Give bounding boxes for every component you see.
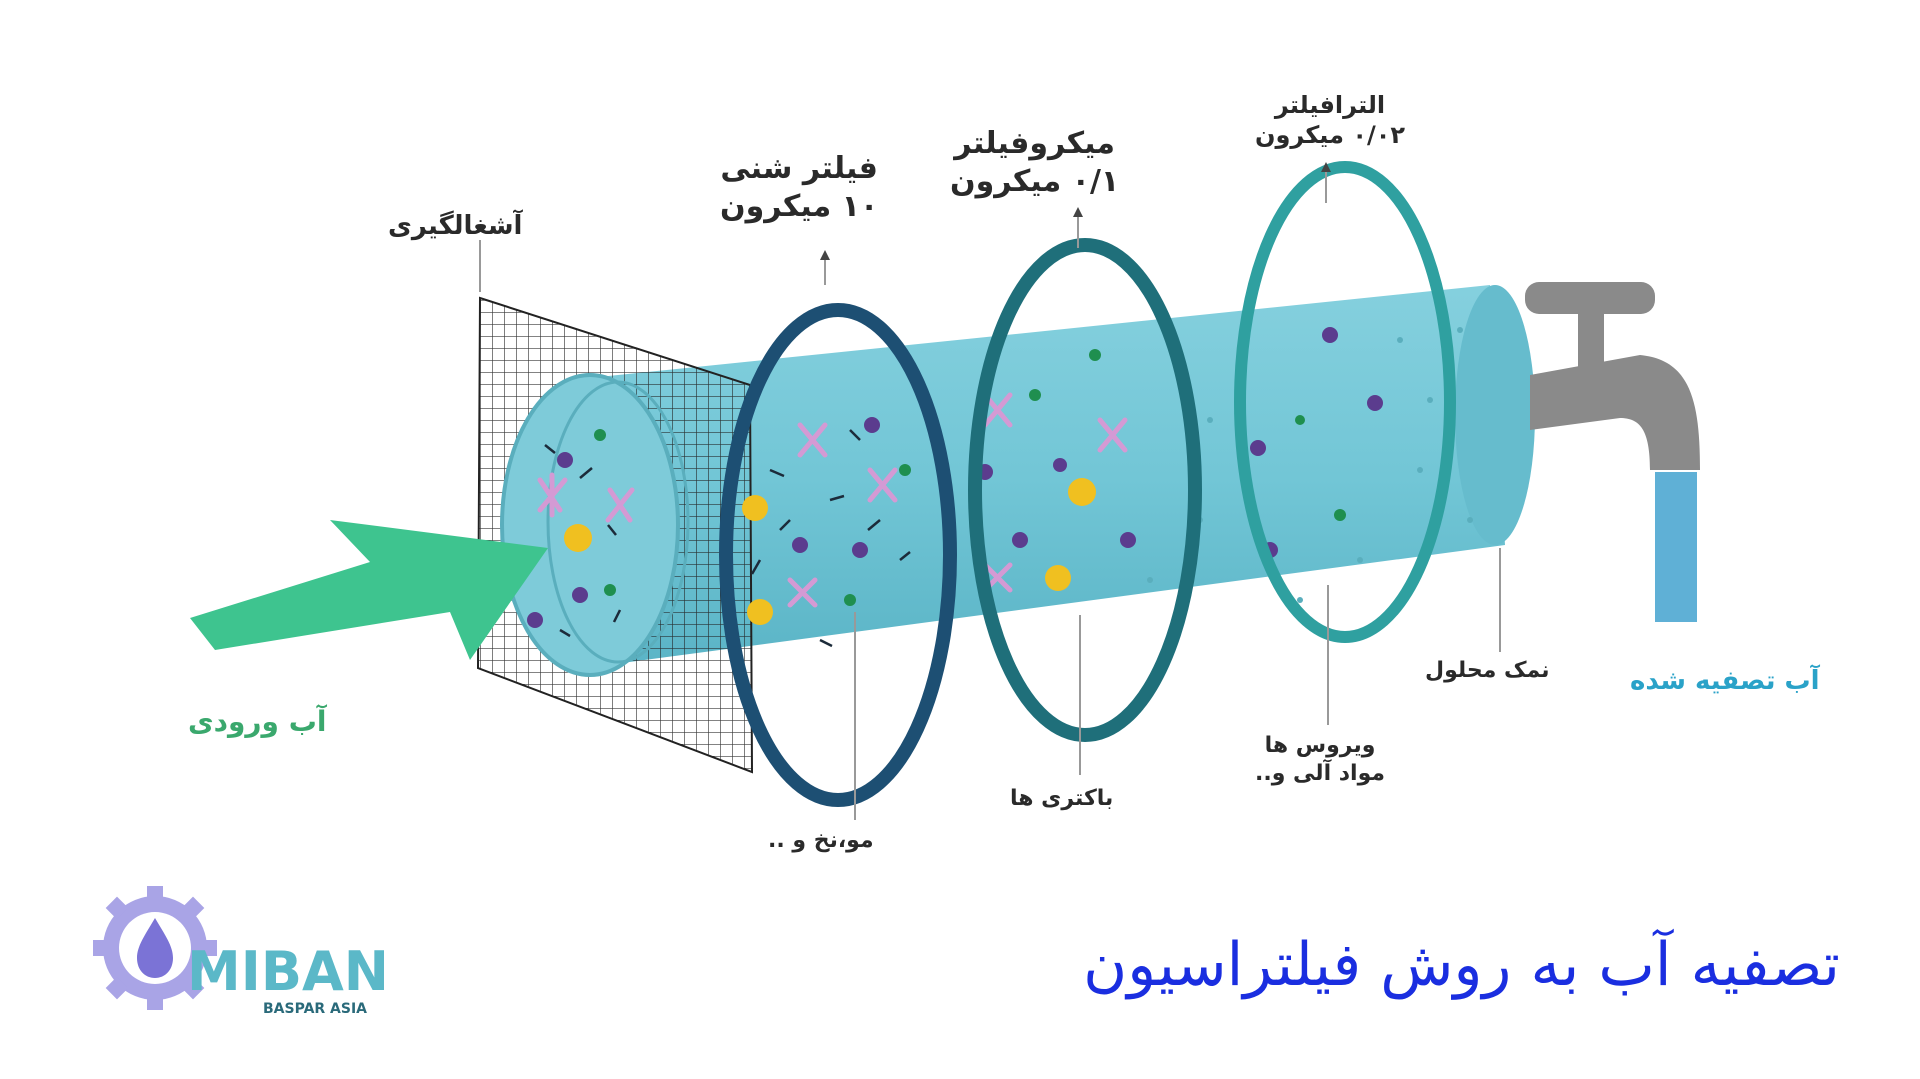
label-bacteria-text: باکتری ها: [1010, 786, 1114, 811]
label-viruses-line2: مواد آلی و..: [1255, 760, 1386, 786]
label-sand-filter: فیلتر شنی ۱۰ میکرون: [720, 150, 878, 225]
microfilter-ring: [968, 238, 1202, 742]
inlet-arrow: [190, 520, 548, 660]
sand-filter-ring: [719, 303, 957, 807]
small-dots: [1147, 327, 1473, 603]
leader-arrowheads: [820, 162, 1331, 260]
label-sand-filter-line2: ۱۰ میکرون: [720, 188, 879, 224]
yellow-particles: [564, 478, 1096, 625]
label-inlet-water-text: آب ورودی: [188, 705, 327, 738]
page-title: تصفیه آب به روش فیلتراسیون: [1083, 930, 1840, 1000]
label-ultrafilter-line2: ۰/۰۲ میکرون: [1255, 121, 1406, 149]
label-ultrafilter: الترافیلتر ۰/۰۲ میکرون: [1255, 90, 1405, 150]
label-viruses: ویروس ها مواد آلی و..: [1255, 732, 1385, 787]
label-hair-etc: مو،نخ و ..: [768, 827, 874, 855]
label-microfilter: میکروفیلتر ۰/۱ میکرون: [950, 125, 1119, 200]
label-microfilter-line2: ۰/۱ میکرون: [950, 163, 1120, 199]
miban-logo: MIBAN BASPAR ASIA: [93, 886, 389, 1017]
ultrafilter-ring: [1234, 161, 1456, 643]
label-hair-etc-text: مو،نخ و ..: [768, 828, 874, 853]
hair-fiber-particles: [529, 429, 911, 648]
label-purified-water-text: آب تصفیه شده: [1630, 666, 1820, 696]
label-sand-filter-line1: فیلتر شنی: [720, 151, 878, 186]
logo-subtext: BASPAR ASIA: [263, 1001, 367, 1017]
label-purified-water: آب تصفیه شده: [1630, 665, 1820, 698]
label-ultrafilter-line1: الترافیلتر: [1274, 91, 1386, 119]
label-screening: آشغالگیری: [388, 210, 522, 243]
label-dissolved-salt: نمک محلول: [1425, 657, 1550, 685]
pipe-inlet-face: [500, 373, 680, 677]
label-screening-text: آشغالگیری: [388, 211, 523, 241]
logo-text: MIBAN: [187, 940, 389, 1003]
pipe-end-cap: [1455, 285, 1535, 545]
pink-star-particles: [537, 392, 1128, 608]
faucet-icon: [1525, 282, 1700, 470]
purified-water-stream: [1655, 472, 1697, 622]
water-drop-icon: [137, 918, 173, 978]
leader-lines: [479, 165, 1501, 820]
label-viruses-line1: ویروس ها: [1264, 733, 1376, 758]
label-dissolved-salt-text: نمک محلول: [1425, 658, 1550, 683]
label-inlet-water: آب ورودی: [188, 704, 326, 739]
label-bacteria: باکتری ها: [1010, 785, 1113, 813]
label-microfilter-line1: میکروفیلتر: [954, 126, 1115, 161]
